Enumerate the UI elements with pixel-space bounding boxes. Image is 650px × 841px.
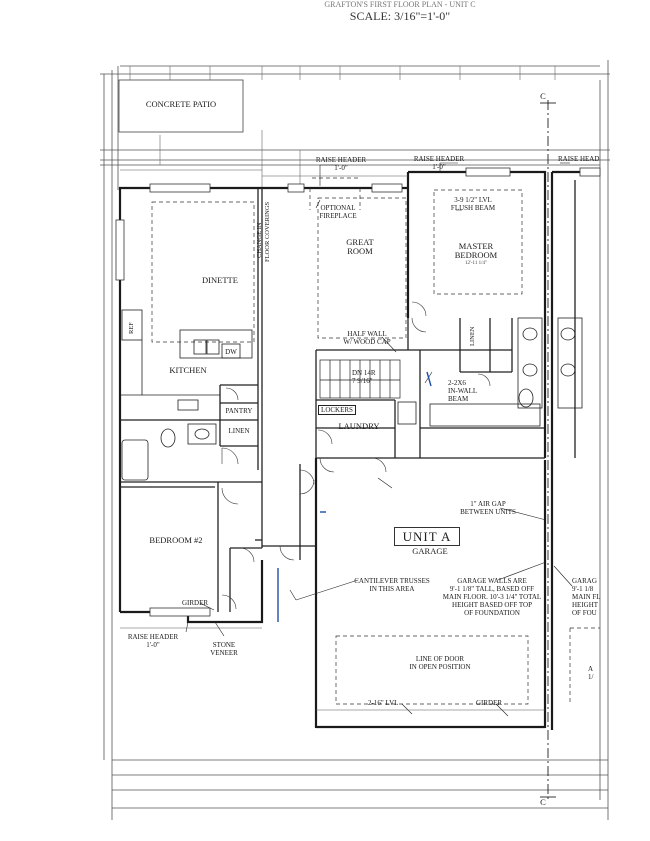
raise-header-top-right: RAISE HEADER [558, 155, 600, 163]
dinette-label: DINETTE [202, 275, 238, 285]
garage-label: GARAGE [412, 546, 448, 556]
dimension-ticks [129, 66, 556, 190]
raise-header-bottom: RAISE HEADER [127, 633, 179, 641]
garage-walls-line5: OF FOUNDATION [464, 609, 520, 617]
stone-veneer-line1: STONE [212, 641, 236, 649]
raise-header-top-mid-dim: 1'-0" [432, 163, 446, 171]
doors [221, 301, 491, 610]
plan-title: GRAFTON'S FIRST FLOOR PLAN - UNIT C [324, 0, 476, 9]
kitchen-label: KITCHEN [169, 365, 207, 375]
small-dim-strokes [120, 169, 545, 711]
garage-walls-right-line1: GARAG [572, 577, 597, 585]
raise-header-top-left: RAISE HEADER [315, 156, 367, 164]
air-gap-line2: BETWEEN UNITS [460, 508, 516, 516]
lvl-16-label: 2-16" LVL [368, 699, 399, 707]
great-room-label: GREAT [346, 237, 374, 247]
garage-walls-right-line2: 9'-1 1/8 [572, 585, 594, 593]
dw-label: DW [225, 348, 237, 356]
laundry-label: LAUNDRY [338, 421, 380, 431]
cantilever-line1: CANTILEVER TRUSSES [354, 577, 430, 585]
air-gap-line1: 1" AIR GAP [470, 500, 506, 508]
inwall-beam-line1: 2-2X6 [448, 379, 466, 387]
half-wall-line2: W/ WOOD CAP [343, 338, 391, 346]
stone-veneer-line2: VENEER [210, 649, 238, 657]
lvl-flush-beam-line1: 3-9 1/2" LVL [454, 196, 492, 204]
optional-fireplace-line1: OPTIONAL [320, 204, 356, 212]
bath-fixtures [121, 317, 583, 481]
bedroom2-label: BEDROOM #2 [149, 535, 203, 545]
raise-header-top-mid: RAISE HEADER [413, 155, 465, 163]
concrete-patio-label: CONCRETE PATIO [145, 99, 217, 109]
centerline-bottom-label: C [540, 797, 546, 807]
garage-walls-line3: MAIN FLOOR. 10'-3 1/4" TOTAL [442, 593, 542, 601]
raise-header-bottom-dim: 1'-0" [146, 641, 160, 649]
linen-master-label: LINEN [469, 326, 476, 347]
centerline-top-label: C [540, 91, 546, 101]
unit-a-title: UNIT A [394, 527, 460, 546]
garage-walls-line4: HEIGHT BASED OFF TOP [452, 601, 532, 609]
change-in-floor-line2: FLOOR COVERINGS [264, 201, 271, 262]
centerline [540, 100, 556, 800]
inwall-beam-line2: IN-WALL [448, 387, 478, 395]
garage-walls-right-line4: HEIGHT [572, 601, 599, 609]
interior-walls [120, 180, 576, 612]
master-bedroom-label: MASTER [458, 241, 494, 251]
half-wall-line1: HALF WALL [347, 330, 387, 338]
stairs-down-line2: 7 9/16" [352, 377, 373, 385]
girder-right-label: GIRDER [475, 699, 503, 707]
ref-label: REF [128, 322, 135, 334]
optional-fireplace-line2: FIREPLACE [319, 212, 357, 220]
garage-walls-line2: 9'-1 1/8" TALL, BASED OFF [449, 585, 535, 593]
line-of-door-line2: IN OPEN POSITION [409, 663, 471, 671]
right-a-label: A [588, 665, 594, 673]
outer-frame-lines [100, 60, 610, 820]
dashed-overhead-lines [151, 177, 600, 705]
stairs-down-line1: DN 14R [352, 369, 376, 377]
linen-main-label: LINEN [228, 427, 250, 435]
stairs [319, 359, 401, 399]
right-a-dim: 1/ [588, 673, 594, 681]
garage-walls-line1: GARAGE WALLS ARE [457, 577, 527, 585]
lockers-label: LOCKERS [318, 405, 356, 415]
line-of-door-line1: LINE OF DOOR [415, 655, 465, 663]
kitchen-fixtures [120, 309, 253, 411]
concrete-patio-outline [118, 79, 244, 133]
lvl-flush-beam-line2: FLUSH BEAM [450, 204, 496, 212]
exterior-walls [118, 170, 600, 730]
master-bedroom-label-2: BEDROOM [454, 250, 498, 260]
cantilever-line2: IN THIS AREA [369, 585, 415, 593]
inwall-beam-line3: BEAM [448, 395, 469, 403]
master-bedroom-dim: 12'-11 1/4" [464, 261, 488, 266]
raise-header-top-left-dim: 1'-0" [334, 164, 348, 172]
change-in-floor-line1: CHANGE IN [256, 222, 263, 258]
garage-walls-right-line3: MAIN FL [572, 593, 600, 601]
girder-left-label: GIRDER [181, 599, 209, 607]
plan-scale: SCALE: 3/16"=1'-0" [349, 9, 451, 23]
pantry-label: PANTRY [225, 407, 253, 415]
blue-markups [277, 371, 432, 622]
garage-walls-right-line5: OF FOU [572, 609, 597, 617]
windows [115, 167, 601, 617]
leader-lines [185, 162, 573, 717]
great-room-label-2: ROOM [347, 246, 373, 256]
